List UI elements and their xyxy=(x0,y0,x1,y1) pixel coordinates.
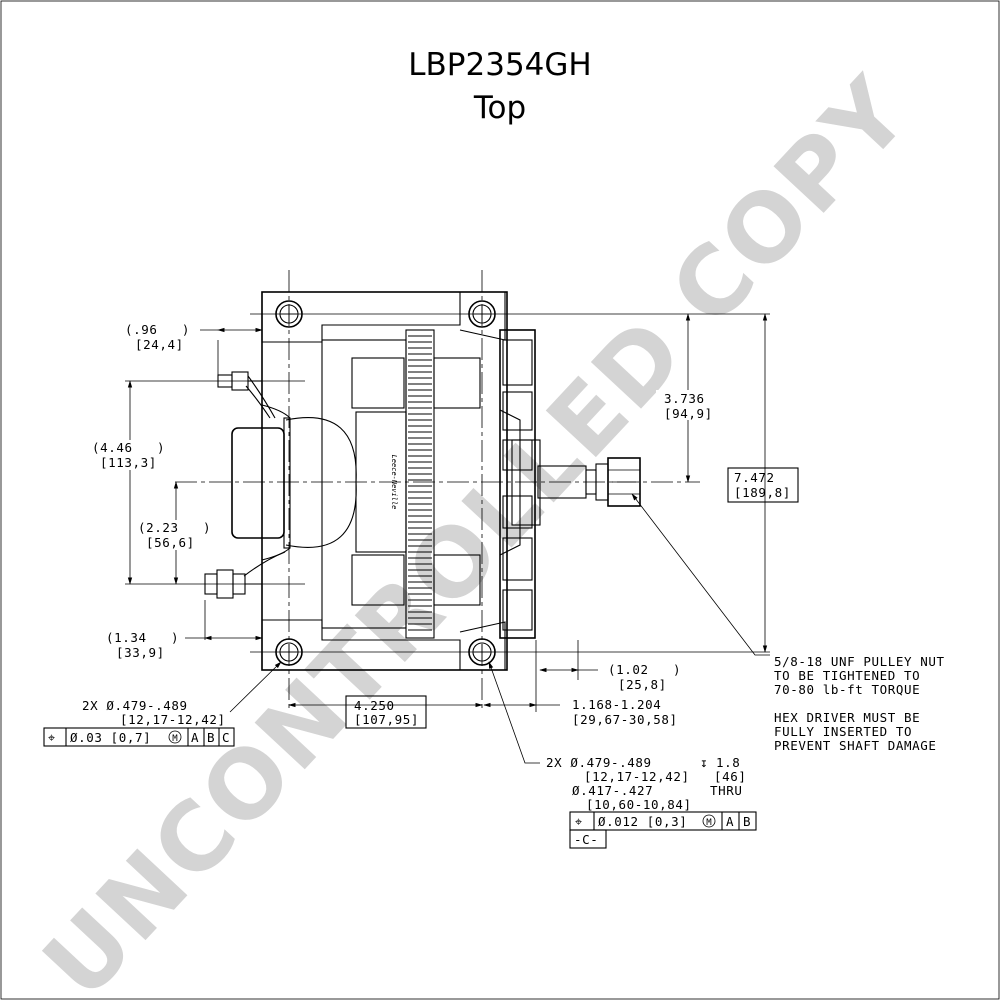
fan-blade xyxy=(502,537,533,581)
svg-text:[94,9]: [94,9] xyxy=(664,406,713,421)
dim-0-96: (.96 ) [24,4] xyxy=(125,322,263,352)
hole-callout-left: 2X Ø.479-.489 [12,17-12,42] ⌖ Ø.03 [0,7]… xyxy=(43,661,282,747)
diode-block-bottom xyxy=(351,554,405,606)
svg-text:(1.34 ): (1.34 ) xyxy=(106,630,179,645)
terminal-top xyxy=(217,371,276,419)
regulator-flange xyxy=(283,417,291,549)
view-label: Top xyxy=(473,90,526,126)
fan-hub xyxy=(499,409,521,556)
svg-text:2X Ø.479-.489: 2X Ø.479-.489 xyxy=(82,698,188,713)
fan-blades xyxy=(502,339,533,631)
terminal-bottom xyxy=(204,551,286,599)
svg-text:[12,17-12,42]: [12,17-12,42] xyxy=(584,769,690,784)
svg-text:THRU: THRU xyxy=(710,783,743,798)
top-mount-ear xyxy=(261,291,461,343)
svg-text:[25,8]: [25,8] xyxy=(618,677,667,692)
rear-cover-dome xyxy=(285,417,357,548)
svg-text:FULLY INSERTED TO: FULLY INSERTED TO xyxy=(774,724,912,739)
svg-text:B: B xyxy=(743,814,751,829)
svg-text:-C-: -C- xyxy=(574,832,598,847)
fan-blade xyxy=(502,589,533,631)
part-number: LBP2354GH xyxy=(408,47,591,83)
front-bearing-boss xyxy=(511,439,541,526)
dim-1-34: (1.34 ) [33,9] xyxy=(106,630,263,660)
dim-7-472: 7.472 [189,8] xyxy=(727,313,799,653)
svg-text:A: A xyxy=(726,814,734,829)
svg-text:4.250: 4.250 xyxy=(354,698,395,713)
svg-text:M: M xyxy=(706,818,712,828)
svg-text:C: C xyxy=(222,730,230,745)
svg-text:(.96 ): (.96 ) xyxy=(125,322,190,337)
svg-text:[29,67-30,58]: [29,67-30,58] xyxy=(572,712,678,727)
svg-text:[56,6]: [56,6] xyxy=(146,535,195,550)
svg-text:⌖: ⌖ xyxy=(48,730,56,745)
svg-text:70-80 lb-ft TORQUE: 70-80 lb-ft TORQUE xyxy=(774,682,920,697)
regulator-cover xyxy=(231,427,285,539)
svg-text:[12,17-12,42]: [12,17-12,42] xyxy=(120,712,226,727)
diode-block-top xyxy=(351,357,405,409)
svg-text:1.168-1.204: 1.168-1.204 xyxy=(572,697,661,712)
svg-text:(4.46 ): (4.46 ) xyxy=(92,440,165,455)
dim-2-23: (2.23 ) [56,6] xyxy=(134,481,214,585)
svg-text:[10,60-10,84]: [10,60-10,84] xyxy=(586,797,692,812)
fan-blade xyxy=(502,339,533,386)
svg-text:[46]: [46] xyxy=(714,769,747,784)
fan-outline xyxy=(499,329,536,639)
svg-text:HEX DRIVER MUST BE: HEX DRIVER MUST BE xyxy=(774,710,920,725)
svg-text:[107,95]: [107,95] xyxy=(354,712,419,727)
fan-blade xyxy=(502,495,533,529)
svg-text:A: A xyxy=(191,730,199,745)
top-right-ear xyxy=(459,291,506,341)
center-lines xyxy=(125,270,770,712)
datum-c xyxy=(569,829,607,849)
bottom-right-ear xyxy=(459,621,506,671)
svg-text:TO BE TIGHTENED TO: TO BE TIGHTENED TO xyxy=(774,668,920,683)
svg-text:PREVENT SHAFT DAMAGE: PREVENT SHAFT DAMAGE xyxy=(774,738,937,753)
svg-text:(1.02 ): (1.02 ) xyxy=(608,662,681,677)
svg-text:B: B xyxy=(207,730,215,745)
svg-text:Ø.03 [0,7]: Ø.03 [0,7] xyxy=(70,730,151,745)
svg-text:1.8: 1.8 xyxy=(716,755,740,770)
svg-text:5/8-18 UNF PULLEY NUT: 5/8-18 UNF PULLEY NUT xyxy=(774,654,945,669)
svg-text:[113,3]: [113,3] xyxy=(100,455,157,470)
svg-text:M: M xyxy=(172,734,178,744)
pulley-nut xyxy=(607,457,641,507)
dim-1-02: (1.02 ) [25,8] xyxy=(539,662,681,692)
dim-3-736: 3.736 [94,9] xyxy=(656,313,722,483)
hole-callout-right: 2X Ø.479-.489 ↧ 1.8 [12,17-12,42] [46] Ø… xyxy=(488,661,757,849)
svg-text:[189,8]: [189,8] xyxy=(734,485,791,500)
svg-text:⌖: ⌖ xyxy=(575,814,583,829)
svg-text:(2.23 ): (2.23 ) xyxy=(138,520,211,535)
svg-text:[33,9]: [33,9] xyxy=(116,645,165,660)
svg-text:7.472: 7.472 xyxy=(734,470,775,485)
dim-4-46: (4.46 ) [113,3] xyxy=(88,380,172,585)
fcf-left: ⌖ Ø.03 [0,7] M A B C xyxy=(43,727,235,747)
dim-4-250: 4.250 [107,95] xyxy=(288,695,483,729)
drive-block-bottom xyxy=(433,554,481,606)
pulley-nut-note: 5/8-18 UNF PULLEY NUT TO BE TIGHTENED TO… xyxy=(631,493,945,753)
fcf-right: ⌖ Ø.012 [0,3] M A B xyxy=(569,811,757,831)
svg-text:3.736: 3.736 xyxy=(664,391,705,406)
stator-fins xyxy=(408,335,432,631)
svg-text:Ø.417-.427: Ø.417-.427 xyxy=(572,783,653,798)
svg-text:2X Ø.479-.489: 2X Ø.479-.489 xyxy=(546,755,652,770)
svg-text:[24,4]: [24,4] xyxy=(135,337,184,352)
svg-text:↧: ↧ xyxy=(700,755,708,770)
dim-1-168: 1.168-1.204 [29,67-30,58] xyxy=(483,697,678,727)
svg-text:Ø.012 [0,3]: Ø.012 [0,3] xyxy=(598,814,687,829)
drive-block-top xyxy=(433,357,481,409)
